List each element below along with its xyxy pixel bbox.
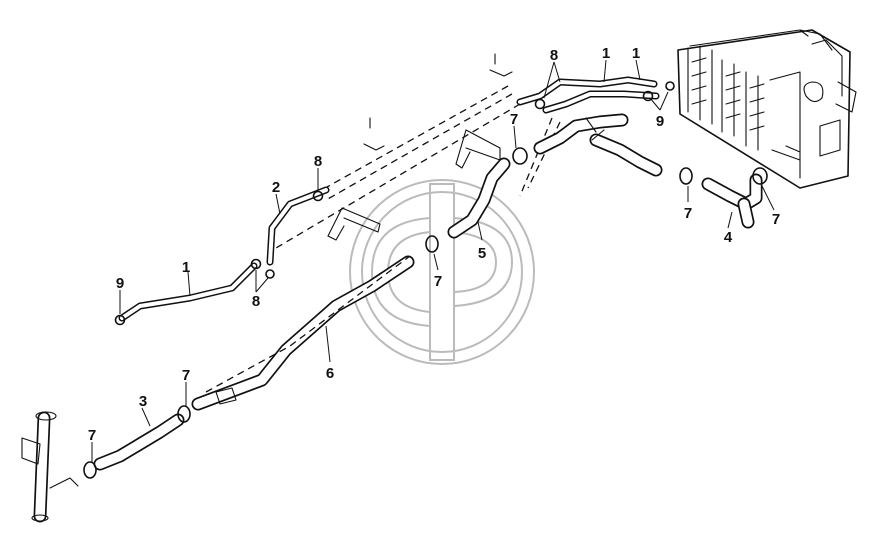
callout-labels: 1 1 1 2 3 4 5 6 7 7 7 7 7 7 7 8 8 8 9 9: [88, 45, 780, 444]
clamp-upper: [489, 53, 513, 77]
hose-clamp-7-right: [679, 167, 693, 185]
callout-9-right: 9: [656, 113, 664, 130]
callout-8-middle: 8: [314, 153, 322, 170]
watermark-logo: [349, 179, 535, 365]
tube-1-upper: [516, 76, 660, 114]
leader-lines: [91, 59, 775, 462]
callout-1-top-right: 1: [632, 45, 640, 62]
fitting-9a: [114, 314, 126, 326]
hose-clamp-7-mid: [177, 405, 191, 423]
callout-7-mid: 7: [182, 367, 190, 384]
bracket-5: [455, 129, 501, 169]
fitting-9b: [642, 81, 675, 102]
callout-7-upper: 7: [510, 111, 518, 128]
tube-1-lower: [118, 262, 258, 322]
bracket-2: [327, 207, 381, 241]
callout-2: 2: [272, 179, 280, 196]
radiator-assembly: [677, 29, 857, 189]
callout-1-lower: 1: [182, 259, 190, 276]
callout-4: 4: [724, 229, 733, 246]
vertical-pipe: [21, 411, 79, 523]
callout-3: 3: [139, 393, 147, 410]
callout-7-bottom: 7: [88, 427, 96, 444]
thermostat-housing: [533, 113, 663, 177]
hose-5: [447, 157, 511, 239]
callout-8-top: 8: [550, 47, 558, 64]
hose-clamp-7-bottom: [83, 461, 97, 479]
hose-clamp-7-radiator: [752, 167, 768, 185]
callout-6: 6: [326, 365, 334, 382]
callout-7-center: 7: [434, 273, 442, 290]
callout-8-lower: 8: [252, 293, 260, 310]
callout-1-top-left: 1: [602, 45, 610, 62]
dashed-line-5: [527, 121, 561, 189]
pipe-6: [191, 255, 415, 411]
dashed-line-4: [519, 117, 553, 197]
tube-2: [266, 186, 330, 266]
hose-clamp-7-upper: [512, 147, 528, 165]
callout-7-radiator: 7: [772, 211, 780, 228]
fitting-8c: [534, 98, 546, 110]
callout-5: 5: [478, 245, 486, 262]
callout-9-left: 9: [116, 275, 124, 292]
clamp-middle: [363, 117, 385, 151]
dashed-line-1: [317, 85, 509, 193]
fitting-8b: [250, 258, 275, 279]
hose-3: [93, 413, 185, 471]
hose-clamp-7-center: [425, 235, 439, 253]
hose-4: [701, 173, 763, 229]
fitting-8a: [312, 190, 324, 202]
callout-7-right: 7: [684, 205, 692, 222]
